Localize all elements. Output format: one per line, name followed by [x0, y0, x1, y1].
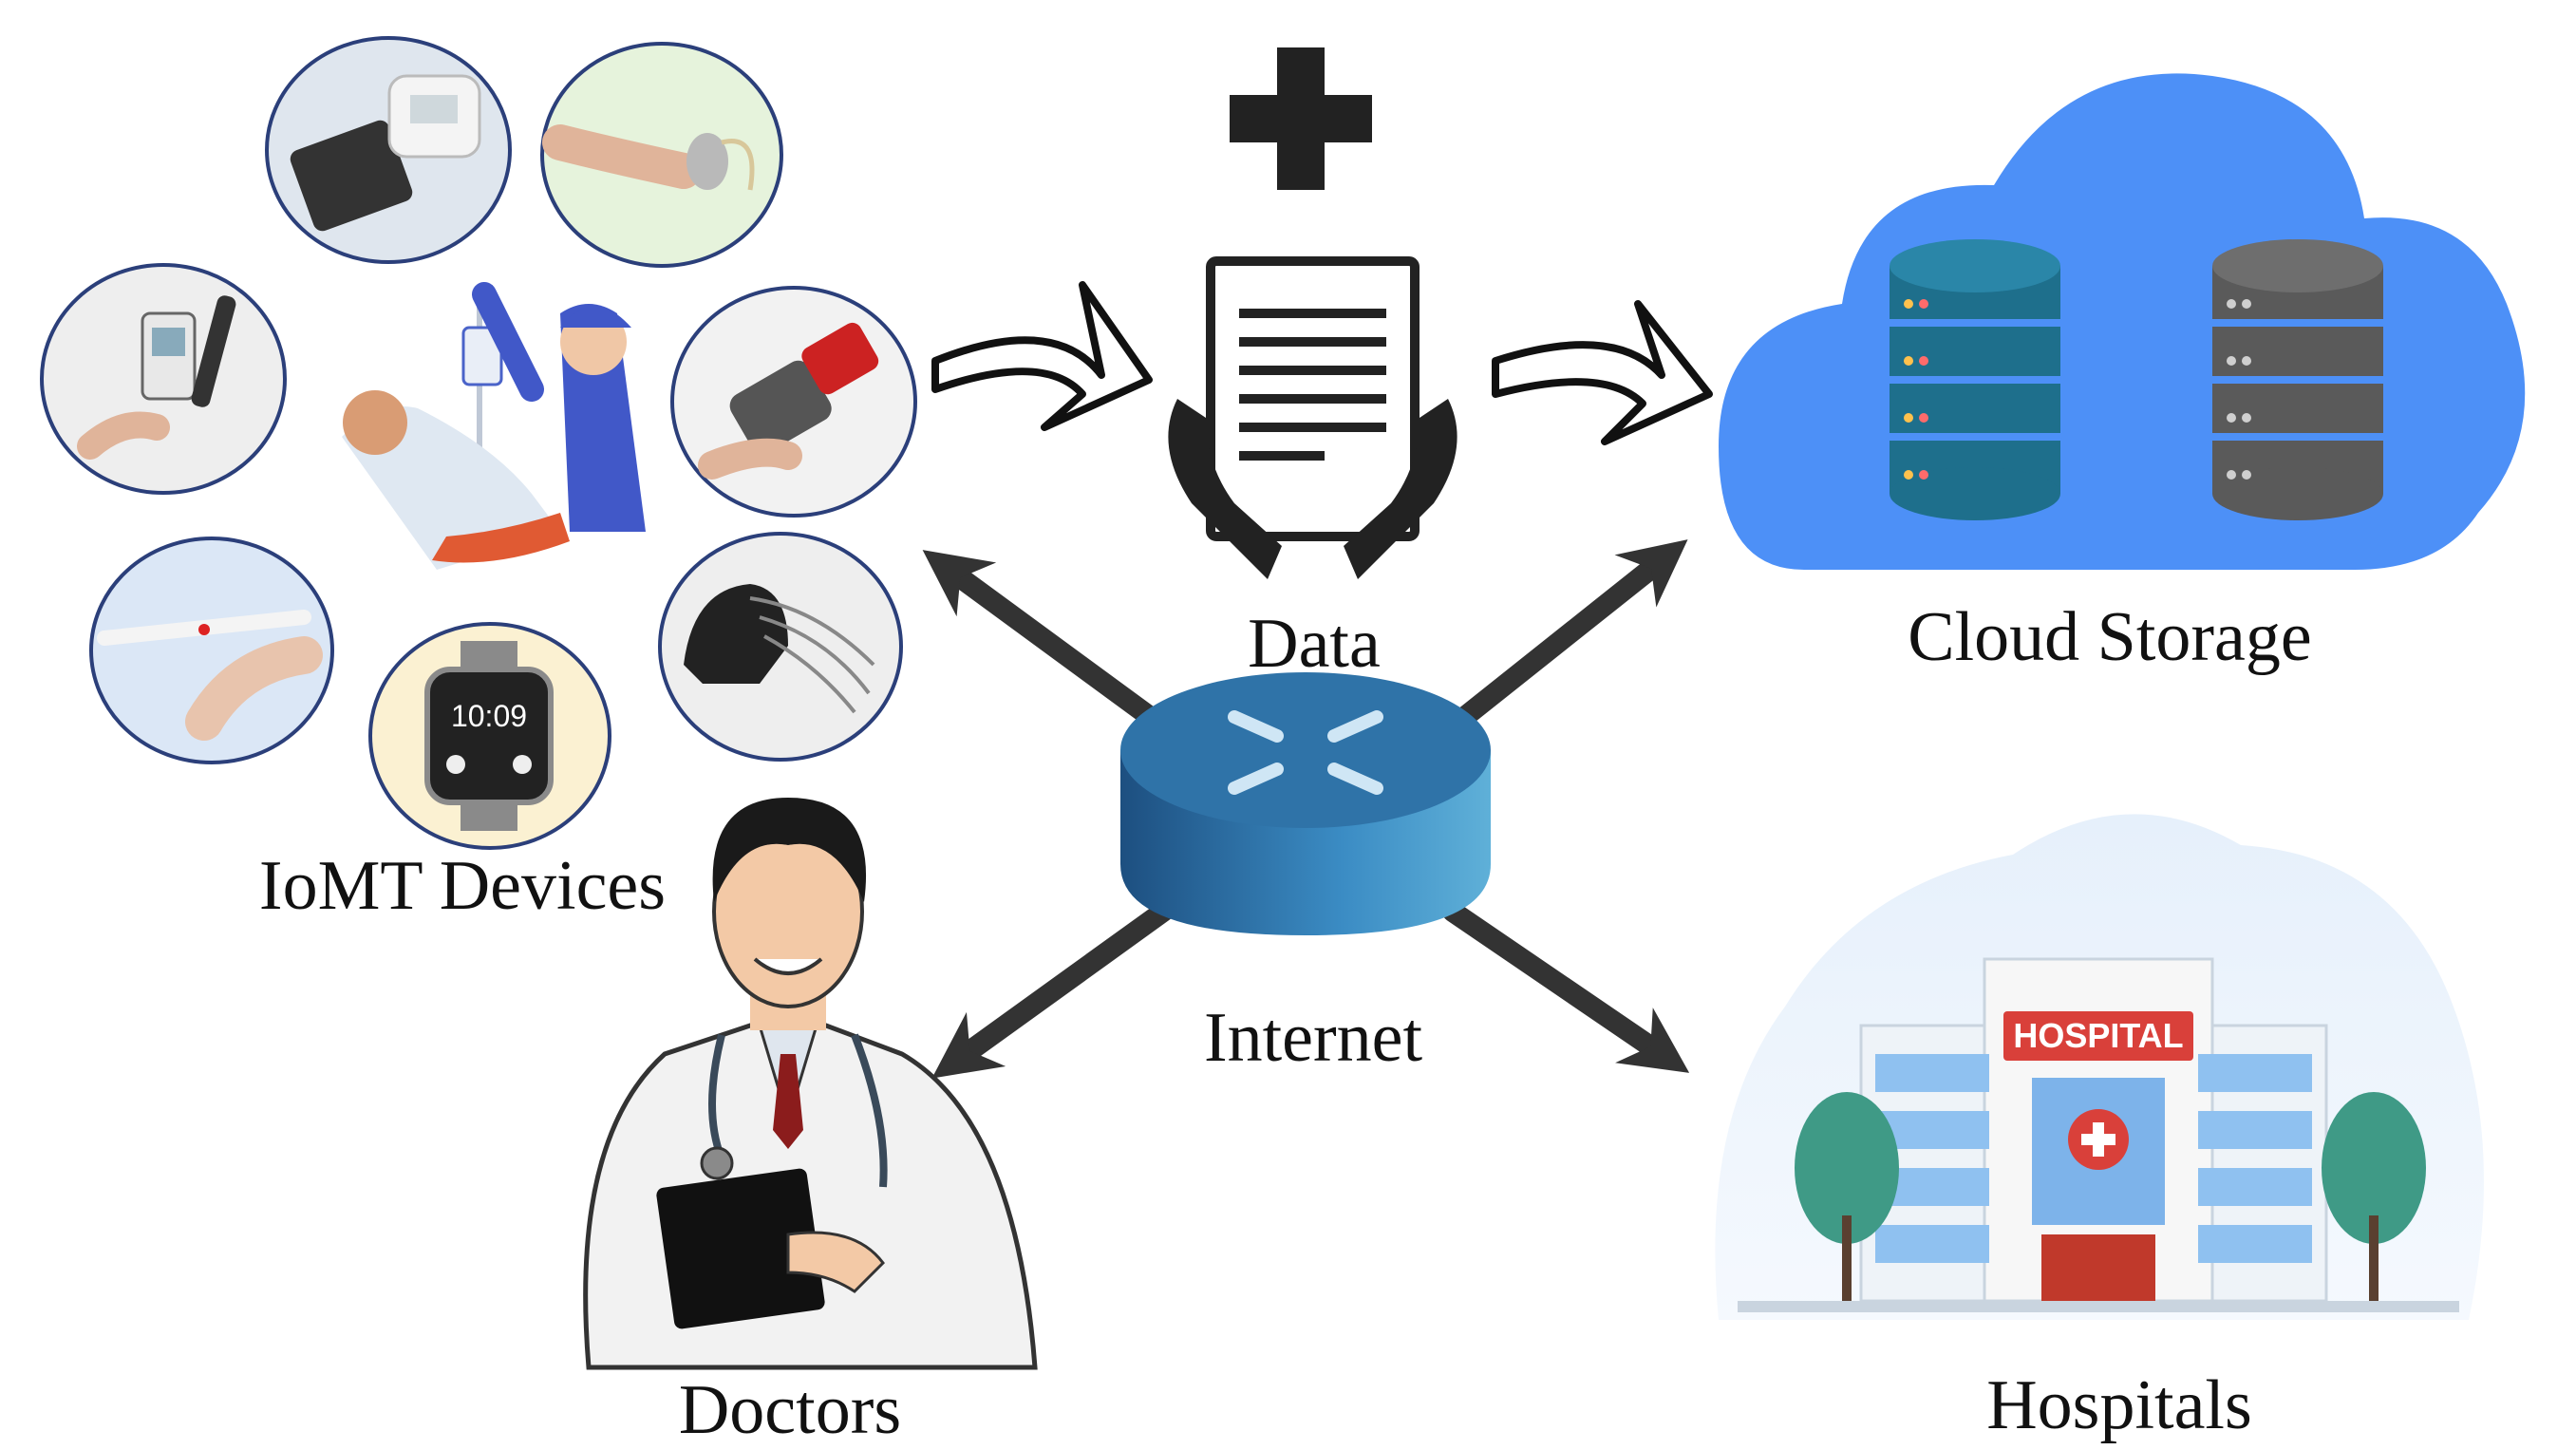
database-icon: [1890, 239, 2060, 520]
hospitals-label: Hospitals: [1986, 1366, 2252, 1444]
patient-clinician-figure: [342, 282, 646, 570]
internet-label: Internet: [1204, 999, 1423, 1077]
arrow-to-cloud: [1442, 539, 1688, 737]
device-circle: 10:09: [368, 622, 611, 850]
watch-time-text: 10:09: [451, 699, 527, 733]
arrow-devices-to-data: [931, 281, 1153, 431]
document-hands-icon: [1168, 256, 1457, 579]
device-circle: [540, 42, 783, 268]
device-circle: [670, 286, 917, 518]
database-icon: [2212, 239, 2383, 520]
router-icon: [1120, 672, 1491, 935]
arrow-data-to-cloud: [1492, 300, 1713, 445]
hospital-sign-text: HOSPITAL: [2013, 1016, 2183, 1055]
arrow-to-doctors: [931, 901, 1174, 1079]
doctor-figure: [583, 798, 1038, 1370]
cloud-storage-label: Cloud Storage: [1908, 598, 2311, 676]
device-circle: [89, 537, 334, 764]
doctors-label: Doctors: [679, 1371, 901, 1449]
arrow-to-hospitals: [1442, 901, 1690, 1073]
cloud-icon: [1719, 73, 2526, 570]
device-circle: [40, 263, 287, 495]
device-circle: [265, 36, 512, 264]
iomt-devices-label: IoMT Devices: [259, 847, 666, 925]
hospital-building: HOSPITAL: [1715, 814, 2484, 1320]
data-label: Data: [1248, 605, 1381, 683]
medical-cross-icon: [1230, 47, 1372, 190]
device-circle: [658, 532, 903, 762]
connection-arrows: [922, 539, 1690, 1079]
arrow-to-data: [922, 550, 1174, 737]
iomt-devices-group: 10:09: [40, 36, 917, 850]
